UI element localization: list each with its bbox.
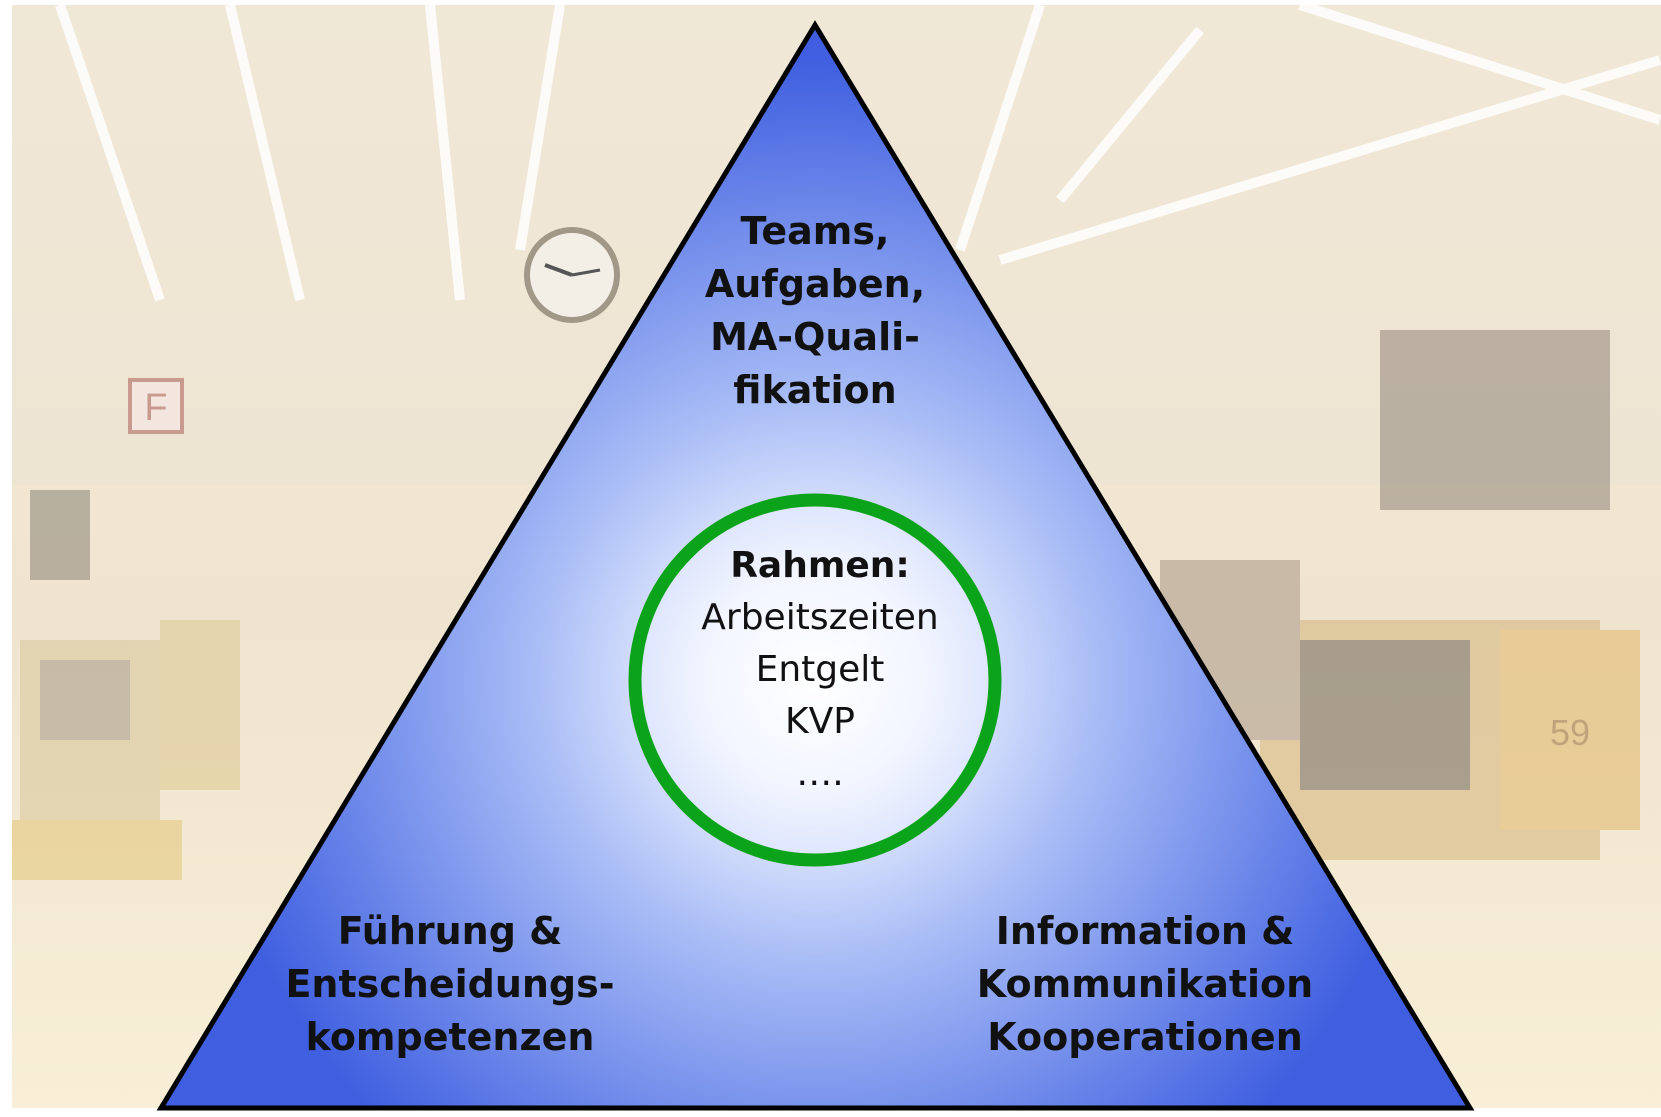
top-label-line-1: Teams, [740, 209, 890, 253]
rahmen-circle [628, 493, 1002, 867]
bottom-right-vertex-label: Information & Kommunikation Kooperatione… [960, 905, 1330, 1064]
rahmen-item-entgelt: Entgelt [755, 649, 885, 690]
top-vertex-label: Teams, Aufgaben, MA-Quali- fikation [640, 205, 990, 417]
rahmen-item-arbeitszeiten: Arbeitszeiten [701, 597, 939, 638]
top-label-line-4: fikation [733, 368, 897, 412]
rahmen-item-kvp: KVP [785, 701, 855, 742]
rahmen-content: Rahmen: Arbeitszeiten Entgelt KVP …. [640, 540, 1000, 800]
bottom-left-line-1: Führung & [337, 909, 563, 953]
top-label-line-2: Aufgaben, [704, 262, 926, 306]
top-label-line-3: MA-Quali- [710, 315, 920, 359]
bottom-left-line-2: Entscheidungs- [285, 962, 615, 1006]
svg-text:F: F [144, 387, 167, 429]
rahmen-item-ellipsis: …. [796, 753, 844, 794]
bottom-left-line-3: kompetenzen [305, 1015, 595, 1059]
bottom-right-line-3: Kooperationen [987, 1015, 1303, 1059]
rahmen-heading: Rahmen: [730, 545, 910, 586]
bottom-left-vertex-label: Führung & Entscheidungs- kompetenzen [260, 905, 640, 1064]
bottom-right-line-1: Information & [995, 909, 1295, 953]
bottom-right-line-2: Kommunikation [976, 962, 1314, 1006]
svg-text:59: 59 [1550, 712, 1590, 753]
triangle-shape [156, 20, 1475, 1111]
